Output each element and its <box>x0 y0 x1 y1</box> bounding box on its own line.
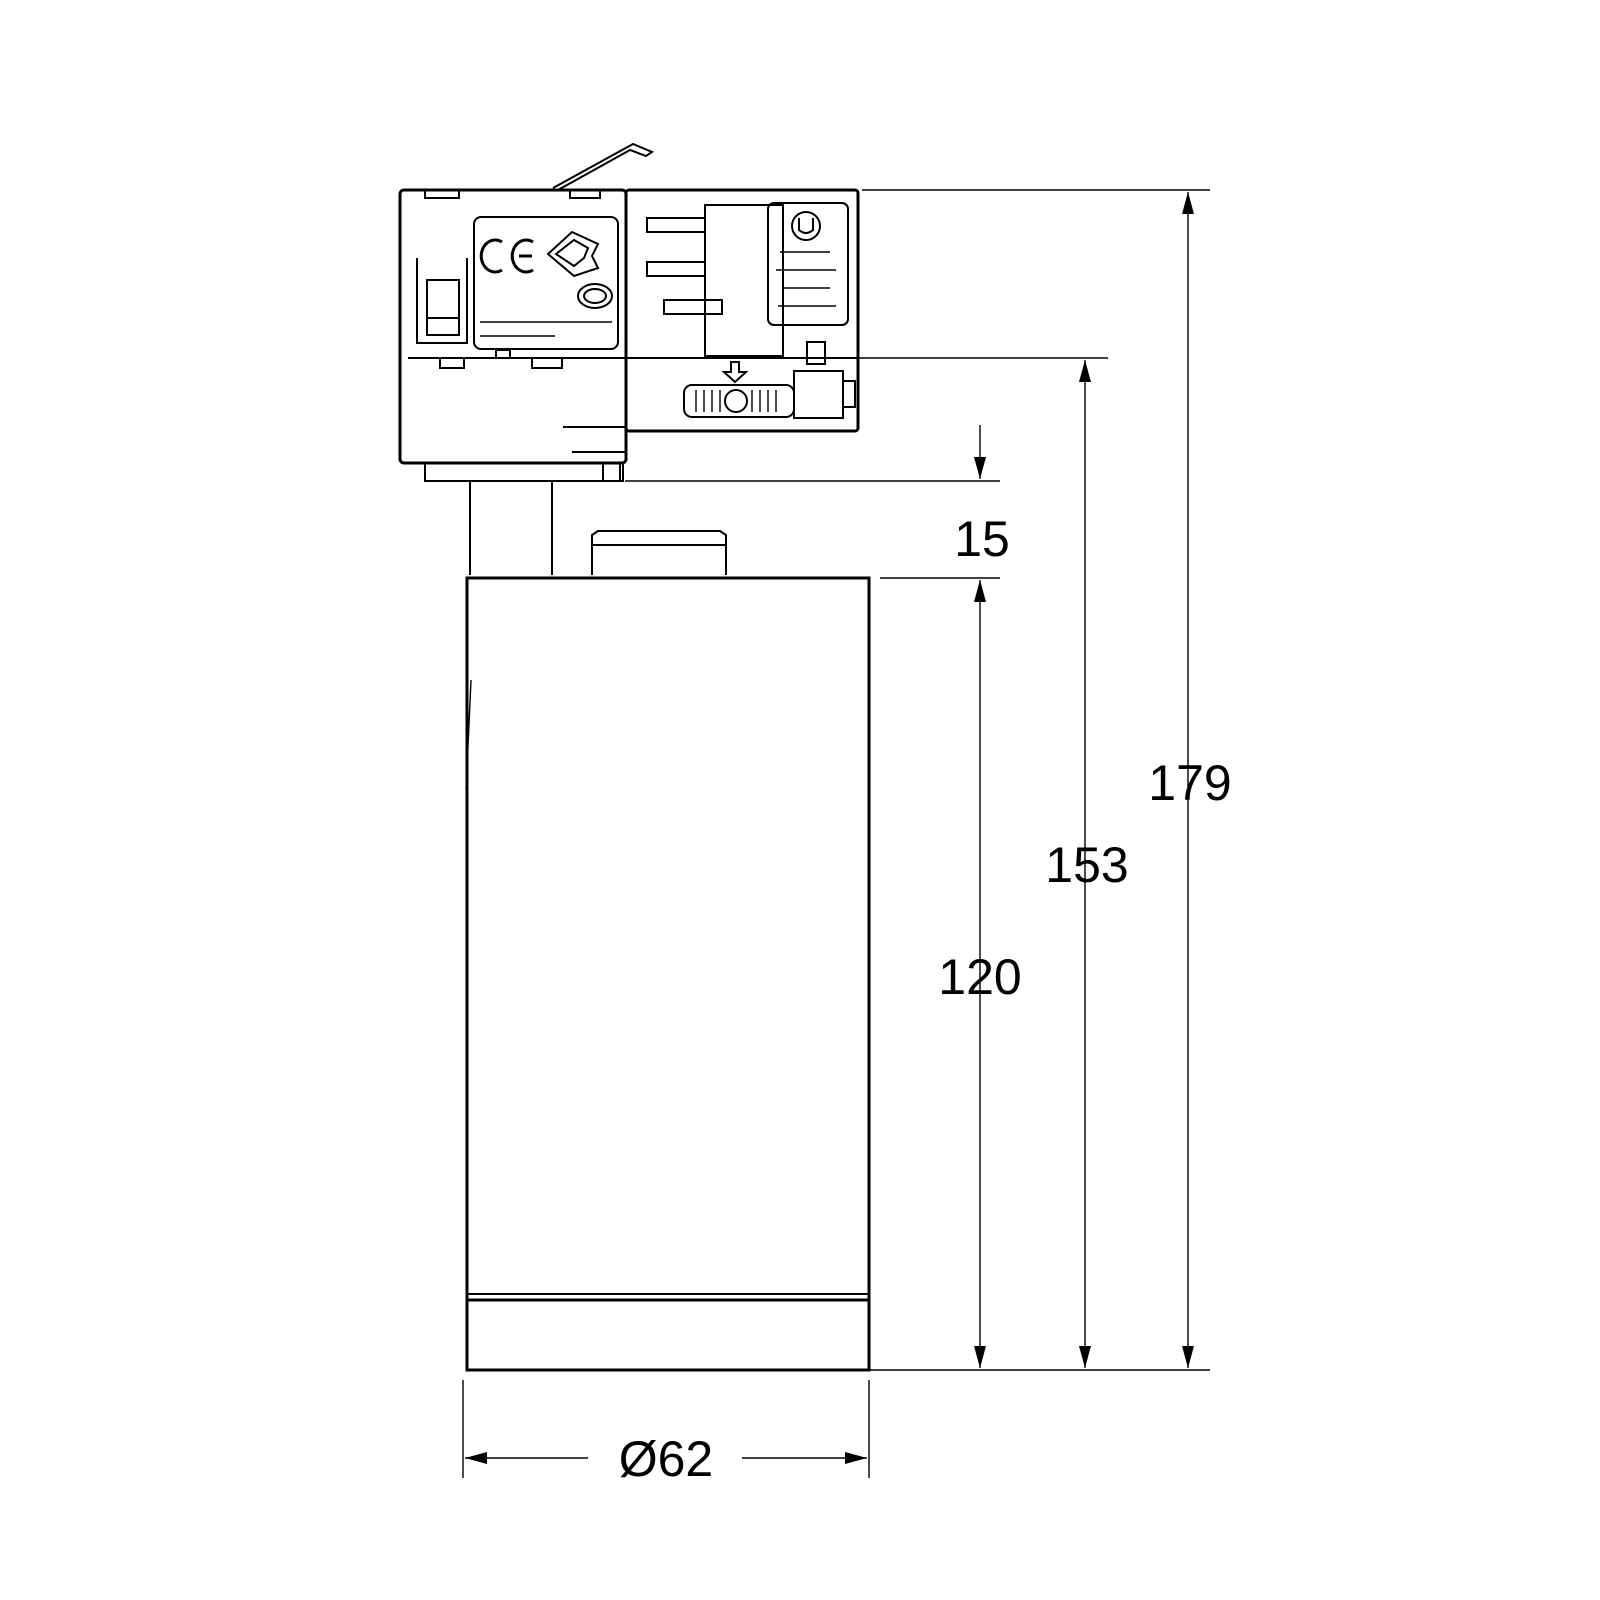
dimension-body-height: 120 <box>938 949 1021 1005</box>
dimension-lines <box>462 189 1210 1478</box>
scale-ticks <box>695 390 777 412</box>
dimension-total-height: 179 <box>1148 755 1231 811</box>
enec-mark-icon <box>546 230 600 278</box>
track-adapter <box>398 142 860 482</box>
dimension-gap: 15 <box>954 511 1010 567</box>
stem <box>469 481 727 575</box>
dimension-diameter: Ø62 <box>619 1431 714 1487</box>
lamp-body <box>465 576 871 1372</box>
ce-mark-icon <box>479 238 534 274</box>
ccc-mark-icon <box>577 283 613 309</box>
dimension-head-height: 153 <box>1045 837 1128 893</box>
ul-mark-icon <box>791 211 821 241</box>
